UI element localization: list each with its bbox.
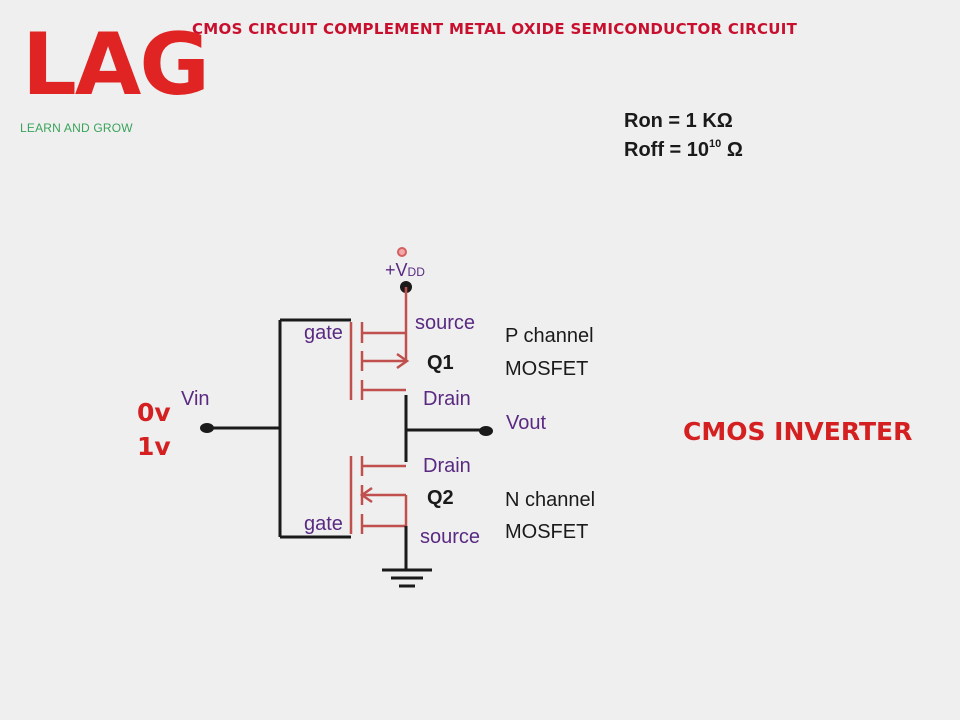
pmos-type-line2: MOSFET: [505, 358, 589, 380]
vdd-plus: +V: [385, 260, 408, 280]
pmos-q1: [349, 287, 410, 400]
nmos-q2: [349, 456, 408, 534]
nmos-drain-label: Drain: [423, 455, 471, 477]
vout-terminal: [479, 426, 493, 436]
vin-label: Vin: [181, 388, 210, 410]
nmos-type-line1: N channel: [505, 489, 596, 511]
nmos-source-label: source: [420, 526, 481, 548]
nmos-type-line2: MOSFET: [505, 521, 589, 543]
cmos-inverter-caption: CMOS INVERTER: [683, 417, 913, 446]
nmos-name-label: Q2: [427, 487, 454, 509]
logo-mark: LAG: [22, 15, 210, 115]
vdd-indicator-dot: [397, 247, 407, 257]
vout-label: Vout: [506, 412, 547, 434]
pmos-source-label: source: [415, 312, 476, 334]
page-title: CMOS CIRCUIT COMPLEMENT METAL OXIDE SEMI…: [192, 20, 798, 38]
vin-terminal: [200, 423, 214, 433]
pmos-type-line1: P channel: [505, 325, 594, 347]
circuit-wires: [207, 318, 485, 588]
input-level-high: 1v: [137, 432, 171, 461]
nmos-gate-label: gate: [304, 513, 343, 535]
roff-unit: Ω: [721, 139, 743, 161]
input-level-low: 0v: [137, 398, 171, 427]
roff-exponent: 10: [709, 138, 722, 150]
pmos-gate-label: gate: [304, 322, 343, 344]
roff-value: Roff = 1010 Ω: [624, 138, 743, 162]
vdd-subscript: DD: [407, 265, 425, 279]
roff-prefix: Roff = 10: [624, 139, 710, 161]
ron-value: Ron = 1 KΩ: [624, 110, 733, 132]
logo-tagline: LEARN AND GROW: [20, 121, 133, 135]
pmos-drain-label: Drain: [423, 388, 471, 410]
vdd-label: +VDD: [385, 260, 425, 281]
pmos-name-label: Q1: [427, 352, 454, 374]
